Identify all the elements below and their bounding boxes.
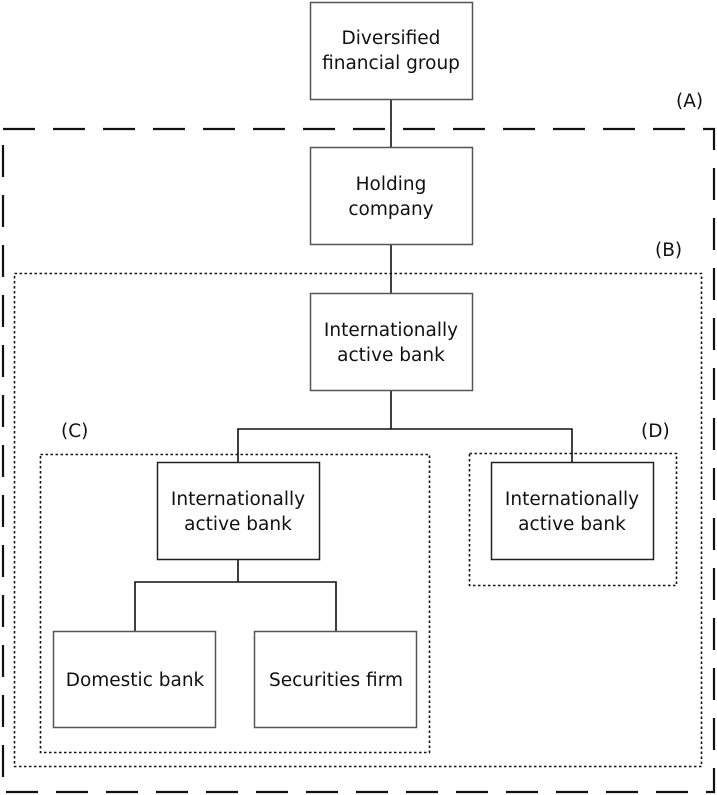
node-label-line2: active bank — [518, 514, 626, 535]
region-b-label: (B) — [655, 240, 682, 261]
connector-c-bank-to-children — [134, 581, 337, 631]
node-label-line1: Internationally — [324, 320, 458, 341]
connector-bank-to-subsidiaries — [237, 428, 573, 462]
region-a-frame — [1, 127, 716, 794]
node-box — [253, 630, 418, 729]
node-intl-bank-d: Internationally active bank — [490, 461, 655, 561]
node-label-line1: Internationally — [505, 489, 639, 510]
region-c-frame — [39, 453, 431, 754]
node-box — [156, 461, 321, 561]
region-c-label: (C) — [61, 421, 88, 442]
node-diversified-group: Diversified financial group — [309, 1, 474, 101]
node-securities-firm: Securities firm — [253, 630, 418, 729]
region-a-label: (A) — [676, 91, 703, 112]
node-label-line2: company — [348, 199, 433, 220]
region-d-frame — [468, 452, 678, 587]
region-c: (C) — [39, 421, 431, 754]
node-label-line2: active bank — [337, 345, 445, 366]
region-d: (D) — [468, 421, 678, 587]
node-intl-bank-top: Internationally active bank — [309, 292, 474, 392]
node-box — [309, 146, 474, 246]
connectors — [134, 99, 573, 631]
node-label-line2: financial group — [322, 53, 460, 74]
node-box — [309, 292, 474, 392]
node-box — [309, 1, 474, 101]
node-box — [490, 461, 655, 561]
node-domestic-bank: Domestic bank — [52, 630, 217, 729]
node-label-line1: Holding — [356, 174, 427, 195]
node-label-line1: Diversified — [342, 28, 441, 49]
region-d-label: (D) — [641, 421, 670, 442]
node-label-line1: Domestic bank — [66, 670, 205, 691]
node-intl-bank-c: Internationally active bank — [156, 461, 321, 561]
node-label-line2: active bank — [184, 514, 292, 535]
node-label-line1: Internationally — [171, 489, 305, 510]
node-holding-company: Holding company — [309, 146, 474, 246]
region-b: (B) — [13, 240, 703, 768]
node-label-line1: Securities firm — [269, 670, 403, 691]
node-box — [52, 630, 217, 729]
region-a: (A) — [1, 91, 716, 794]
